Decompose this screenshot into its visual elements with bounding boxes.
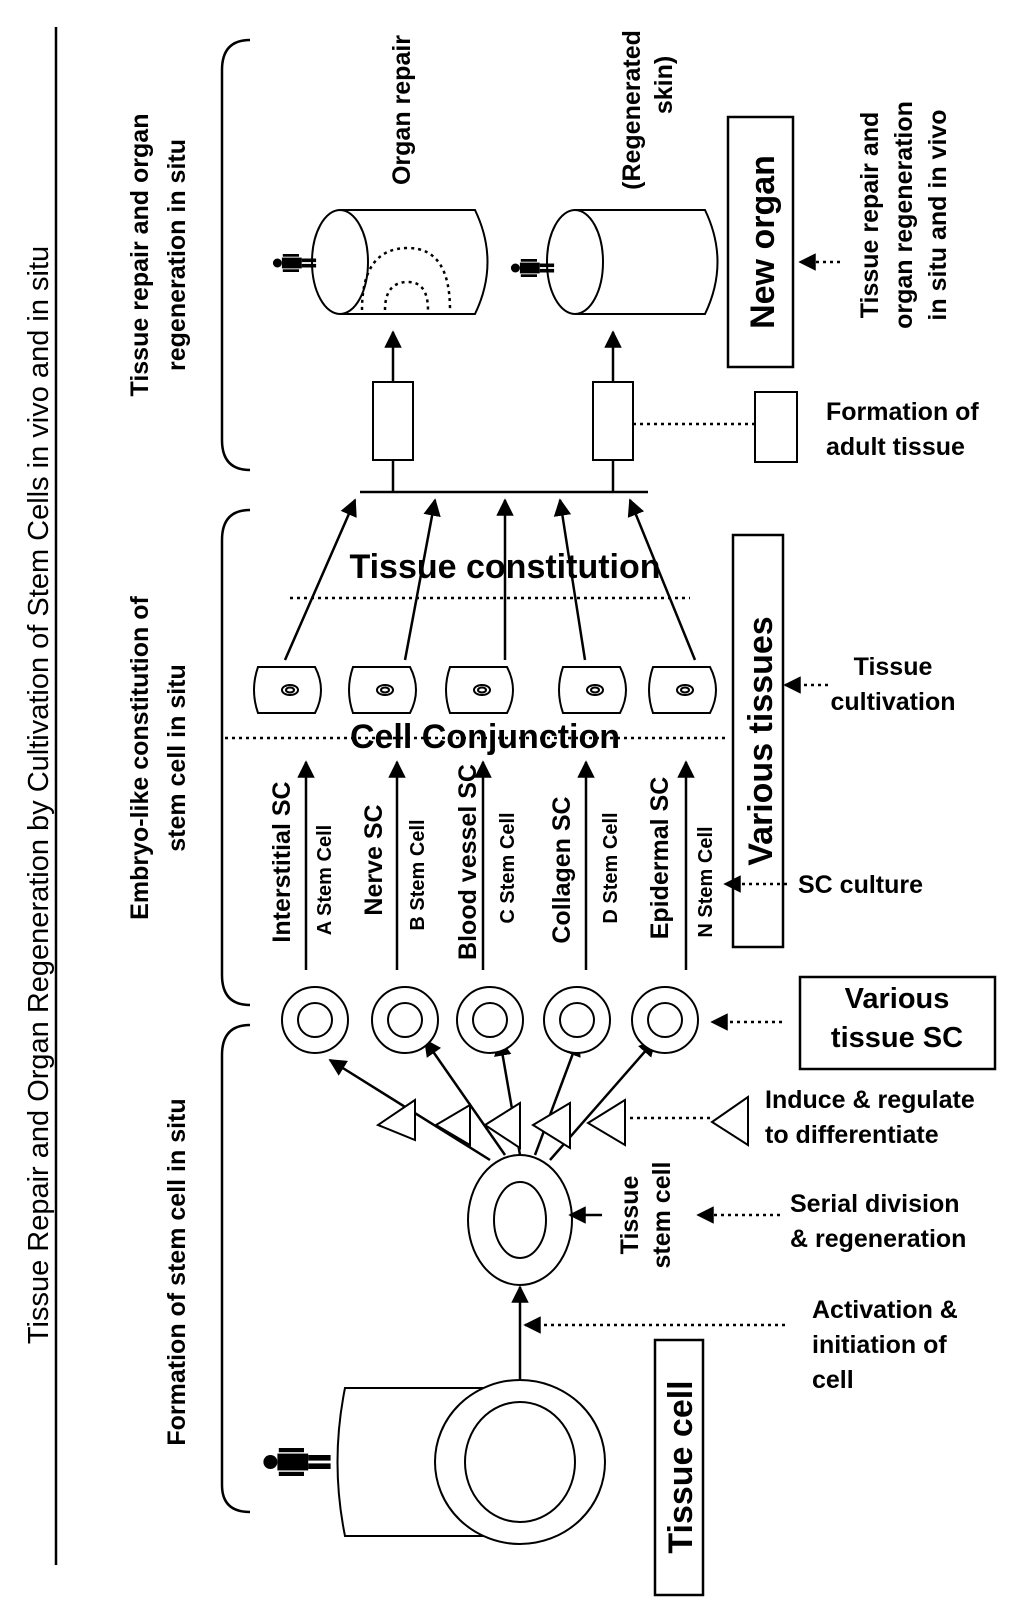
regenerated-skin-cylinder [546, 209, 719, 315]
cell-conjunction-label: Cell Conjunction [350, 718, 620, 756]
tissue-stem-label-1: Tissue [616, 1176, 644, 1255]
adult-tissue-label-1: Formation of [826, 398, 979, 426]
differentiation-lines [328, 1038, 657, 1162]
brace-formation [220, 1023, 251, 1514]
various-tissue-sc-label-2: tissue SC [831, 1022, 963, 1054]
diagram-title: Tissue Repair and Organ Regeneration by … [23, 246, 55, 1344]
section-label-repair-2: regeneration in situ [163, 139, 191, 371]
activation-label-1: Activation & [812, 1296, 958, 1324]
stem-cell-label: D Stem Cell [600, 812, 622, 923]
activation-label-3: cell [812, 1366, 854, 1394]
tissue-stem-label-2: stem cell [648, 1161, 676, 1268]
stem-type-label: Nerve SC [360, 804, 388, 915]
tissue-cultivation-label-2: cultivation [830, 688, 955, 716]
repair-vivo-label-1: Tissue repair and [856, 112, 884, 319]
tissue-sc-circles [281, 986, 699, 1054]
stem-cell-label: C Stem Cell [497, 812, 519, 923]
adult-tissue-box-left [372, 381, 414, 461]
stem-type-label: Blood vessel SC [454, 764, 482, 960]
adult-tissue-box-right [592, 381, 634, 461]
constitution-arrows [283, 498, 697, 661]
stem-type-label: Interstitial SC [268, 781, 296, 942]
regenerated-label-2: skin) [650, 56, 678, 114]
activation-label-2: initiation of [812, 1331, 947, 1359]
sc-culture-label: SC culture [798, 871, 923, 899]
stem-type-label: Collagen SC [548, 796, 576, 943]
organ-repair-cylinder [311, 209, 489, 315]
organ-repair-label: Organ repair [388, 35, 416, 185]
section-label-formation: Formation of stem cell in situ [163, 1098, 191, 1445]
various-tissues-box [731, 533, 785, 949]
serial-label-1: Serial division [790, 1190, 960, 1218]
adult-tissue-label-2: adult tissue [826, 433, 965, 461]
various-tissues-label: Various tissues [742, 616, 780, 865]
stem-type-label: Epidermal SC [646, 777, 674, 940]
various-tissue-sc-label-1: Various [845, 983, 950, 1015]
stem-cell-arrows [297, 760, 695, 970]
section-label-embryo-2: stem cell in situ [163, 664, 191, 852]
tissue-stem-cell [467, 1154, 573, 1286]
section-label-repair-1: Tissue repair and organ [126, 114, 154, 397]
inducer-legend-triangle [710, 1095, 749, 1147]
tissue-cell-box [653, 1338, 705, 1597]
new-organ-label: New organ [744, 155, 782, 329]
new-organ-box [726, 115, 795, 369]
stem-cell-label: B Stem Cell [407, 819, 429, 930]
tissue-cylinder [336, 1379, 606, 1545]
adult-tissue-legend-box [754, 391, 798, 463]
repair-vivo-label-3: in situ and in vivo [924, 109, 952, 320]
brace-repair [220, 38, 251, 472]
person-icon [263, 1448, 331, 1476]
inducer-triangles [375, 1098, 626, 1150]
tissue-cell-label: Tissue cell [662, 1380, 700, 1553]
person-icon [272, 254, 317, 272]
repair-vivo-label-2: organ regeneration [890, 101, 918, 329]
various-tissue-sc-box [798, 975, 997, 1071]
tissue-cylinders-small [253, 666, 717, 714]
induce-label-2: to differentiate [765, 1121, 939, 1149]
induce-label-1: Induce & regulate [765, 1086, 975, 1114]
brace-embryo [220, 508, 251, 1007]
serial-label-2: & regeneration [790, 1225, 966, 1253]
stem-cell-label: A Stem Cell [314, 825, 336, 935]
section-label-embryo-1: Embryo-like constitution of [126, 596, 154, 920]
regenerated-label-1: (Regenerated [618, 30, 646, 190]
tissue-cultivation-label-1: Tissue [854, 653, 933, 681]
stem-cell-label: N Stem Cell [695, 826, 717, 937]
